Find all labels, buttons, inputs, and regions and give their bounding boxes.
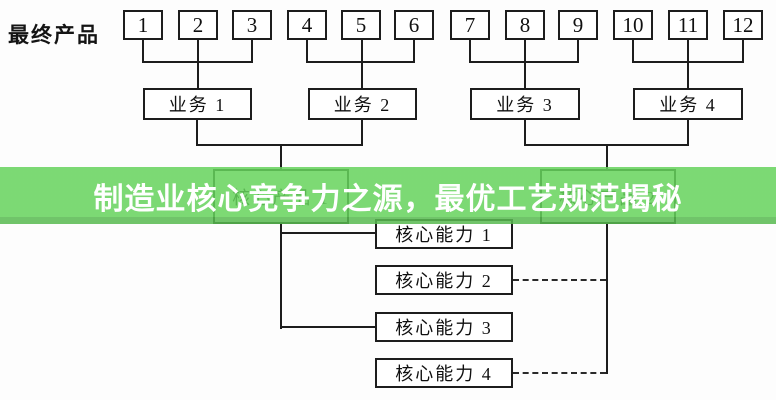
connector-line [142, 40, 144, 63]
connector-line [280, 224, 282, 329]
product-box-8: 8 [505, 10, 545, 40]
final-product-label: 最终产品 [8, 23, 100, 47]
product-box-4: 4 [287, 10, 327, 40]
core-competence-box-3: 核心能力 3 [375, 312, 513, 342]
connector-line [251, 40, 253, 63]
connector-line [197, 40, 199, 88]
connector-line [577, 40, 579, 63]
connector-line [196, 144, 363, 146]
product-box-9: 9 [558, 10, 598, 40]
product-box-3: 3 [232, 10, 272, 40]
product-box-10: 10 [613, 10, 653, 40]
connector-line [513, 372, 606, 374]
core-competence-box-4: 核心能力 4 [375, 358, 513, 388]
connector-line [606, 144, 608, 169]
business-box-2: 业务 2 [308, 88, 417, 120]
connector-line [413, 40, 415, 63]
product-box-1: 1 [123, 10, 163, 40]
product-box-6: 6 [394, 10, 434, 40]
connector-line [687, 40, 689, 88]
product-box-7: 7 [450, 10, 490, 40]
connector-line [306, 61, 415, 63]
connector-line [361, 40, 363, 88]
core-competence-box-2: 核心能力 2 [375, 265, 513, 295]
product-box-12: 12 [723, 10, 763, 40]
business-box-4: 业务 4 [633, 88, 743, 120]
product-box-11: 11 [668, 10, 708, 40]
connector-line [306, 40, 308, 63]
connector-line [742, 40, 744, 63]
connector-line [196, 120, 198, 146]
connector-line [632, 40, 634, 63]
connector-line [687, 120, 689, 146]
headline-banner: 制造业核心竞争力之源，最优工艺规范揭秘 [0, 167, 776, 224]
connector-line [280, 144, 282, 170]
connector-line [280, 232, 375, 234]
connector-line [524, 120, 526, 146]
business-box-1: 业务 1 [143, 88, 252, 120]
business-box-3: 业务 3 [470, 88, 580, 120]
headline-text: 制造业核心竞争力之源，最优工艺规范揭秘 [93, 181, 683, 217]
connector-line [361, 120, 363, 146]
connector-line [606, 224, 608, 374]
connector-line [524, 40, 526, 88]
connector-line [469, 40, 471, 63]
connector-line [513, 279, 606, 281]
connector-line [280, 326, 375, 328]
product-box-5: 5 [341, 10, 381, 40]
product-box-2: 2 [178, 10, 218, 40]
